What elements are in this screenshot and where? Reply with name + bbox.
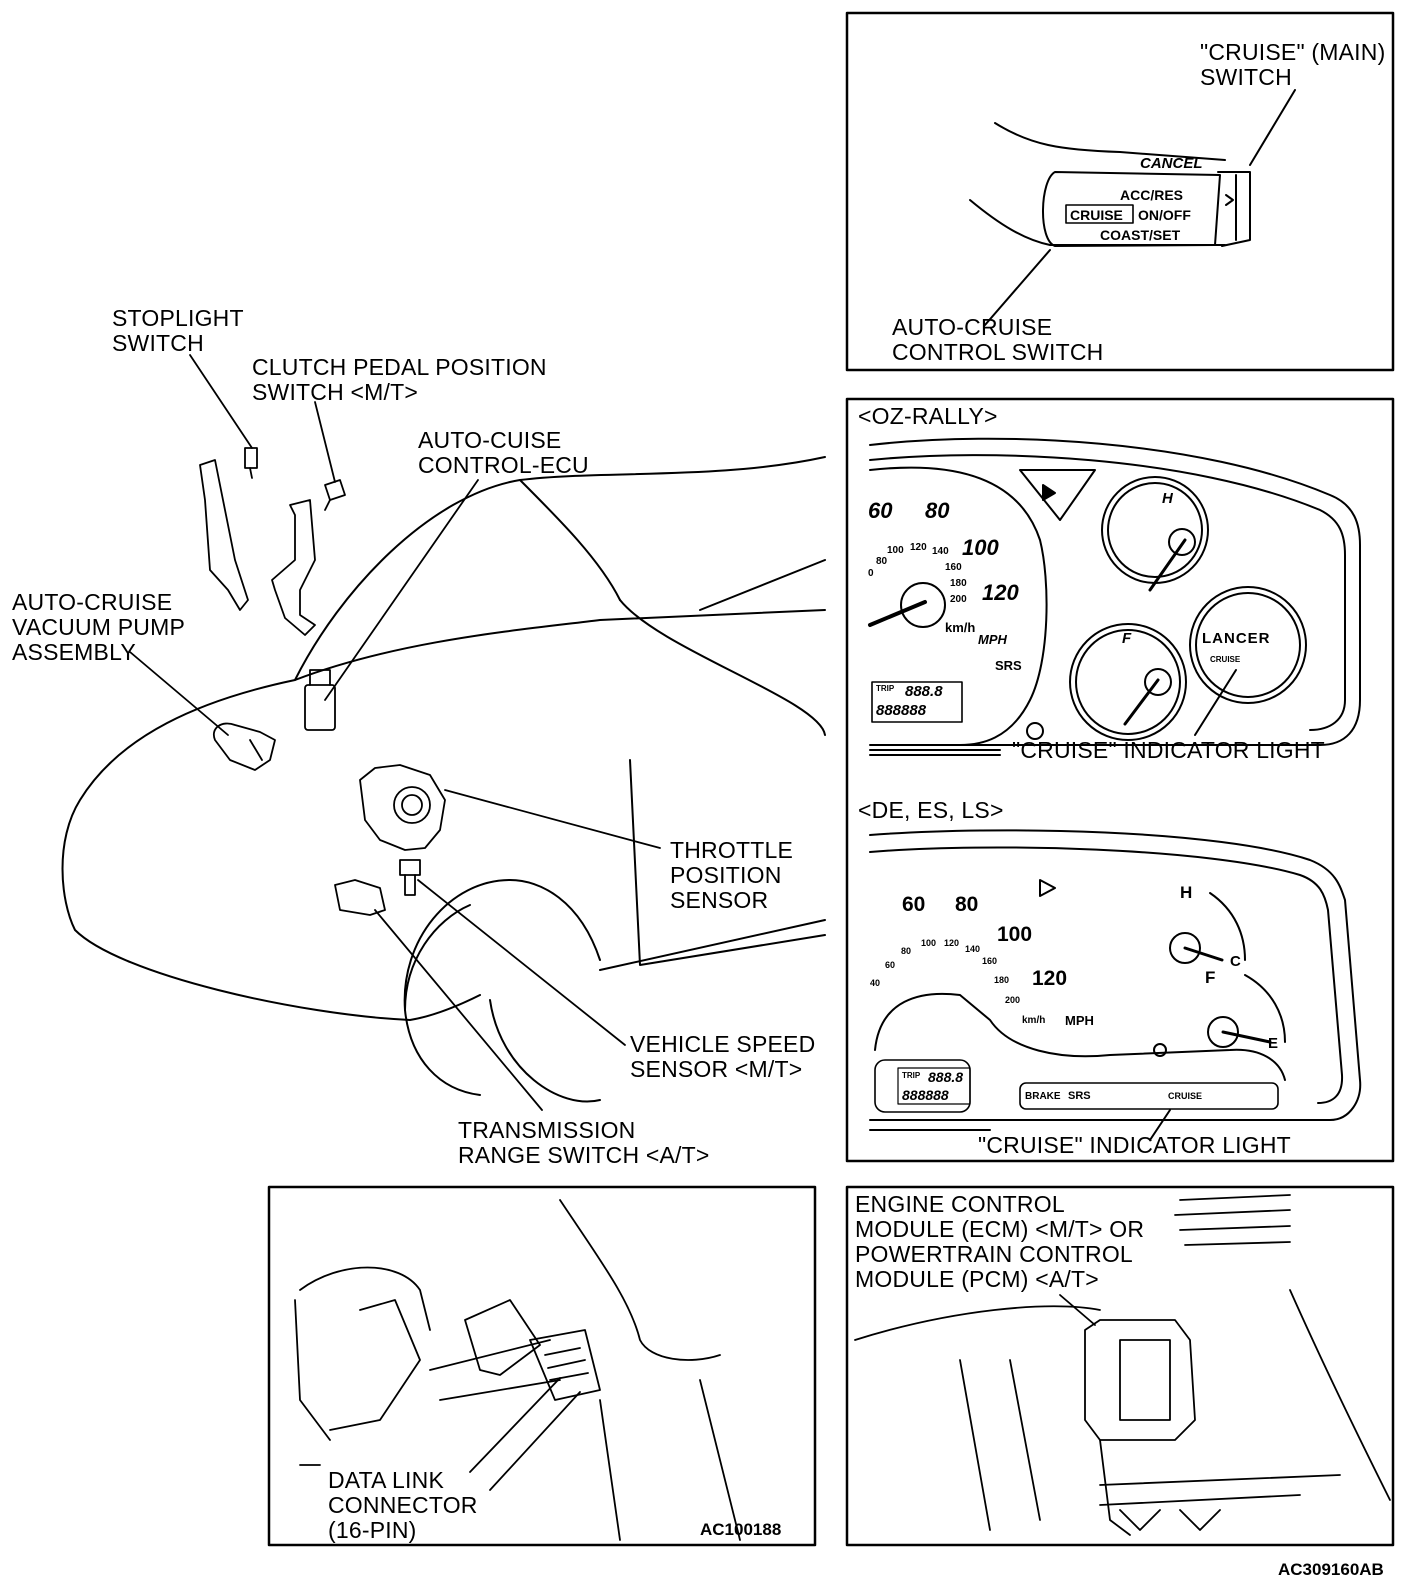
oz-small-160: 160 xyxy=(945,562,962,573)
de-small-160: 160 xyxy=(982,956,998,966)
de-small-80: 80 xyxy=(901,946,912,956)
de-speed-120: 120 xyxy=(1032,967,1068,990)
de-speed-60: 60 xyxy=(902,893,926,916)
oz-cluster xyxy=(868,437,1361,756)
vacuum-pump-label: AUTO-CRUISE VACUUM PUMP ASSEMBLY xyxy=(12,589,186,665)
cruise-main-switch-label: "CRUISE" (MAIN) SWITCH xyxy=(1200,39,1386,90)
car-body xyxy=(61,456,826,1103)
de-cruise-small: CRUISE xyxy=(1168,1091,1203,1101)
vehicle-speed-sensor-label: VEHICLE SPEED SENSOR <M/T> xyxy=(630,1031,816,1082)
de-temp-c: C xyxy=(1230,953,1241,970)
oz-odo-bottom: 888888 xyxy=(876,702,927,719)
oz-odo-top: 888.8 xyxy=(905,683,943,700)
de-kmh: km/h xyxy=(1022,1015,1046,1026)
oz-small-100: 100 xyxy=(887,545,904,556)
de-small-200: 200 xyxy=(1005,995,1021,1005)
ecm-pcm-label: ENGINE CONTROL MODULE (ECM) <M/T> OR POW… xyxy=(855,1191,1145,1292)
oz-srs: SRS xyxy=(995,658,1022,673)
switch-cruise-marking: CRUISE xyxy=(1070,207,1123,223)
de-temp-h: H xyxy=(1180,883,1193,902)
oz-small-120: 120 xyxy=(910,542,927,553)
oz-fuel-f: F xyxy=(1122,630,1132,647)
components xyxy=(199,447,446,916)
de-small-60: 60 xyxy=(885,960,896,970)
oz-speed-100: 100 xyxy=(962,535,999,560)
oz-indicator-light-label: "CRUISE" INDICATOR LIGHT xyxy=(1012,737,1325,763)
panel-ecm xyxy=(845,1185,1395,1547)
oz-trip: TRIP xyxy=(876,684,895,693)
oz-speed-80: 80 xyxy=(925,498,950,523)
oz-small-80: 80 xyxy=(876,556,888,567)
de-fuel-f: F xyxy=(1205,968,1216,987)
leader-lines xyxy=(129,354,661,1111)
oz-temp-h: H xyxy=(1162,490,1173,507)
switch-coast-set-marking: COAST/SET xyxy=(1100,227,1181,243)
de-mph: MPH xyxy=(1065,1013,1094,1028)
throttle-sensor-label: THROTTLE POSITION SENSOR xyxy=(670,837,793,913)
oz-speed-60: 60 xyxy=(868,498,893,523)
switch-acc-res-marking: ACC/RES xyxy=(1120,187,1184,203)
figure-code: AC309160AB xyxy=(1278,1560,1384,1579)
oz-speed-120: 120 xyxy=(982,580,1019,605)
oz-brand: LANCER xyxy=(1202,630,1271,647)
de-cluster xyxy=(869,829,1362,1141)
de-speed-100: 100 xyxy=(997,923,1033,946)
oz-small-180: 180 xyxy=(950,578,967,589)
auto-cruise-ecu-label: AUTO-CUISE CONTROL-ECU xyxy=(418,427,589,478)
panel-cruise-switch xyxy=(845,11,1395,372)
de-srs: SRS xyxy=(1068,1090,1091,1102)
de-small-140: 140 xyxy=(965,944,981,954)
de-small-120: 120 xyxy=(944,938,960,948)
de-odo-bottom: 888888 xyxy=(902,1087,949,1103)
de-fuel-e: E xyxy=(1268,1035,1279,1052)
clutch-pedal-switch-label: CLUTCH PEDAL POSITION SWITCH <M/T> xyxy=(252,354,547,405)
inset-code: AC100188 xyxy=(700,1520,782,1539)
de-brake: BRAKE xyxy=(1025,1091,1061,1102)
oz-cruise-small: CRUISE xyxy=(1210,655,1241,664)
oz-small-140: 140 xyxy=(932,546,949,557)
switch-on-off-marking: ON/OFF xyxy=(1138,207,1191,223)
data-link-sketch xyxy=(294,1199,741,1541)
stoplight-switch-label: STOPLIGHT SWITCH xyxy=(112,305,244,356)
de-speed-80: 80 xyxy=(955,893,979,916)
transmission-range-switch-label: TRANSMISSION RANGE SWITCH <A/T> xyxy=(458,1117,710,1168)
de-small-100: 100 xyxy=(921,938,937,948)
de-odo-top: 888.8 xyxy=(928,1069,964,1085)
oz-small-0: 0 xyxy=(868,568,874,579)
oz-kmh: km/h xyxy=(945,620,976,635)
auto-cruise-control-switch-label: AUTO-CRUISE CONTROL SWITCH xyxy=(892,314,1104,365)
panel-data-link xyxy=(267,1185,817,1547)
de-small-180: 180 xyxy=(994,975,1010,985)
ecm-sketch xyxy=(854,1194,1391,1536)
de-trip: TRIP xyxy=(902,1071,921,1080)
cruise-switch-stalk xyxy=(969,89,1296,326)
de-es-ls-heading: <DE, ES, LS> xyxy=(858,797,1004,823)
de-small-40: 40 xyxy=(870,978,881,988)
panel-clusters xyxy=(845,397,1395,1163)
switch-cancel-marking: CANCEL xyxy=(1140,155,1203,172)
de-indicator-light-label: "CRUISE" INDICATOR LIGHT xyxy=(978,1132,1291,1158)
oz-mph: MPH xyxy=(978,632,1007,647)
data-link-connector-label: DATA LINK CONNECTOR (16-PIN) xyxy=(328,1467,478,1543)
oz-rally-heading: <OZ-RALLY> xyxy=(858,403,998,429)
oz-small-200: 200 xyxy=(950,594,967,605)
